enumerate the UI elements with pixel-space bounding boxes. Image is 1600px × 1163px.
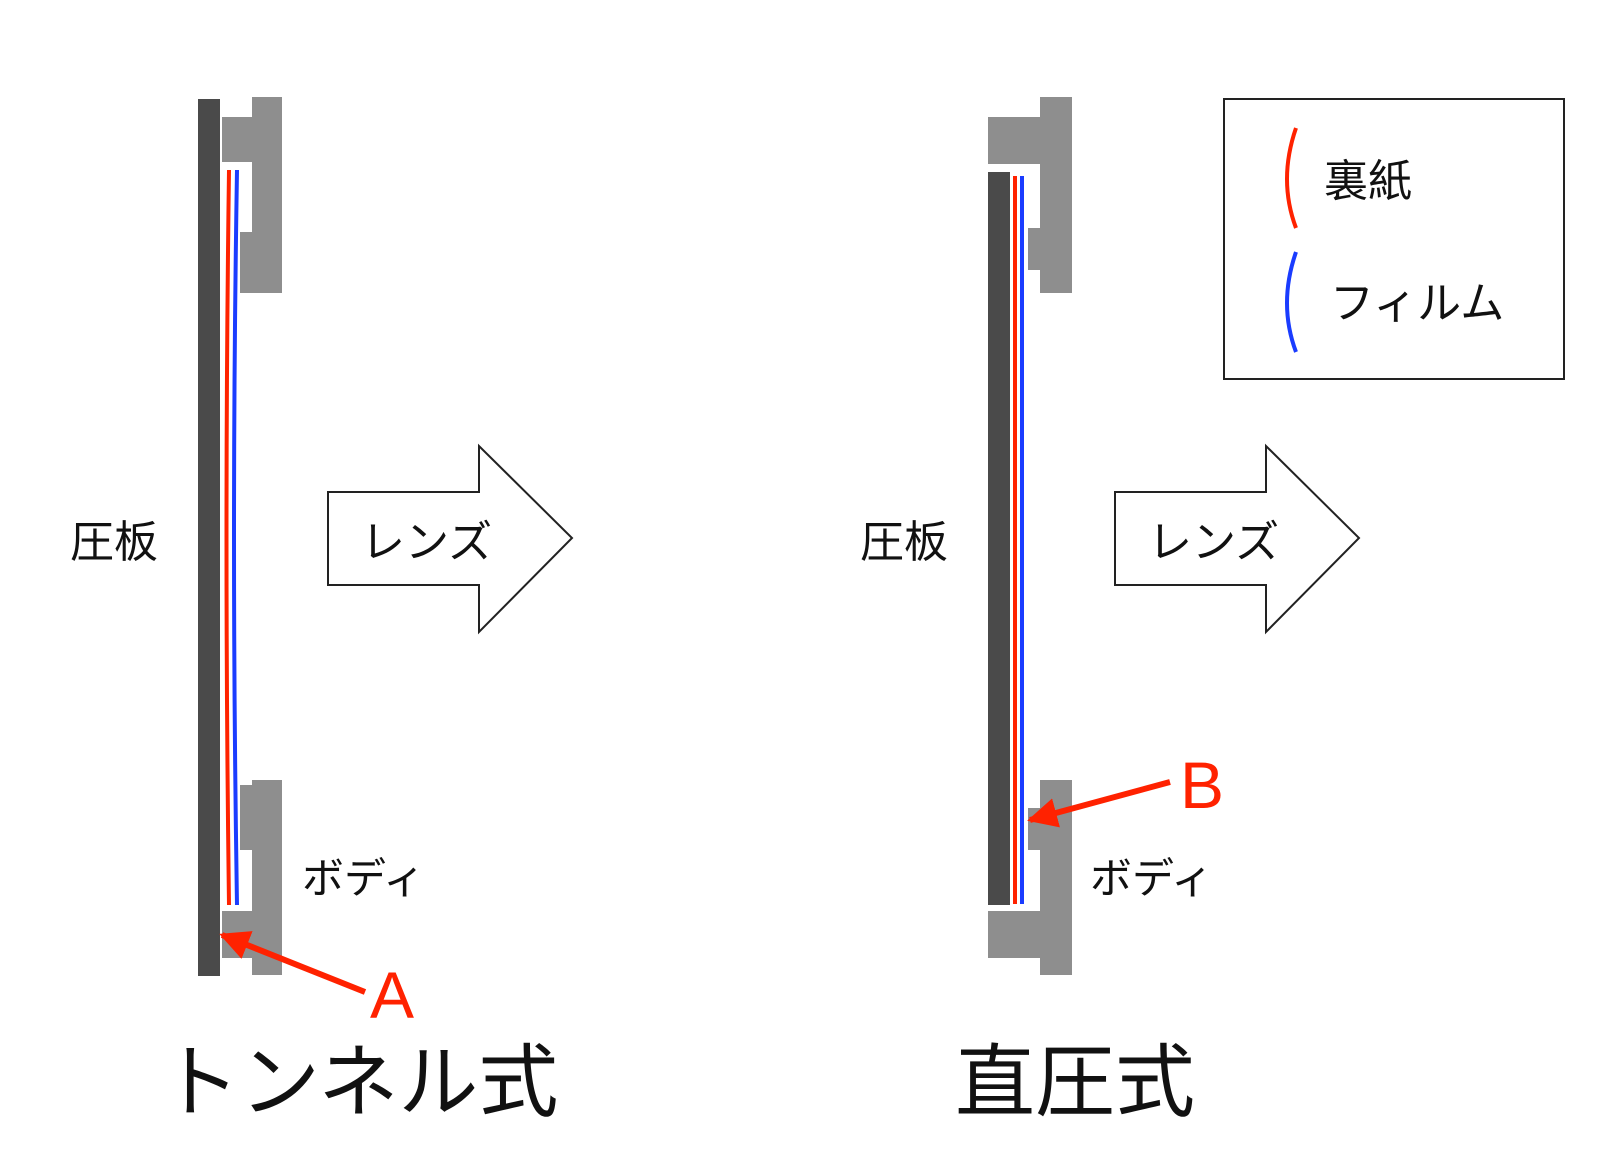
tunnel-type-title: トンネル式 [160, 1036, 558, 1129]
pressure-plate [198, 99, 220, 976]
camera-body-top [988, 97, 1072, 293]
marker-a-label: A [370, 958, 414, 1032]
lens-arrow-label: レンズ [1148, 517, 1279, 568]
lens-direction-arrow [327, 443, 574, 635]
camera-body-bottom [222, 780, 282, 975]
marker-b-pointer [1027, 779, 1171, 828]
legend-box [1223, 98, 1565, 380]
marker-a-pointer [219, 931, 367, 995]
body-label: ボディ [302, 854, 425, 903]
lens-arrow-label: レンズ [361, 517, 492, 568]
tunnel-type-diagram: レンズ 圧板 ボディ A トンネル式 [70, 97, 574, 1129]
marker-b-label: B [1180, 748, 1224, 822]
pressure-plate [988, 172, 1010, 905]
lens-direction-arrow [1114, 443, 1361, 635]
backing-paper-line [224, 169, 231, 906]
camera-body-bottom [988, 780, 1072, 975]
legend-backing-paper-label: 裏紙 [1324, 156, 1412, 207]
legend: 裏紙 フィルム [1223, 98, 1565, 380]
body-label: ボディ [1090, 854, 1213, 903]
film-line [232, 169, 239, 906]
camera-body-top [222, 97, 282, 293]
legend-backing-paper-swatch [1285, 127, 1298, 229]
pressure-plate-label: 圧板 [860, 517, 948, 568]
pressure-plate-label: 圧板 [70, 517, 158, 568]
direct-pressure-type-diagram: レンズ 圧板 ボディ B 直圧式 [860, 97, 1361, 1129]
legend-film-label: フィルム [1330, 278, 1504, 329]
legend-film-swatch [1285, 251, 1298, 353]
direct-pressure-type-title: 直圧式 [955, 1036, 1195, 1129]
